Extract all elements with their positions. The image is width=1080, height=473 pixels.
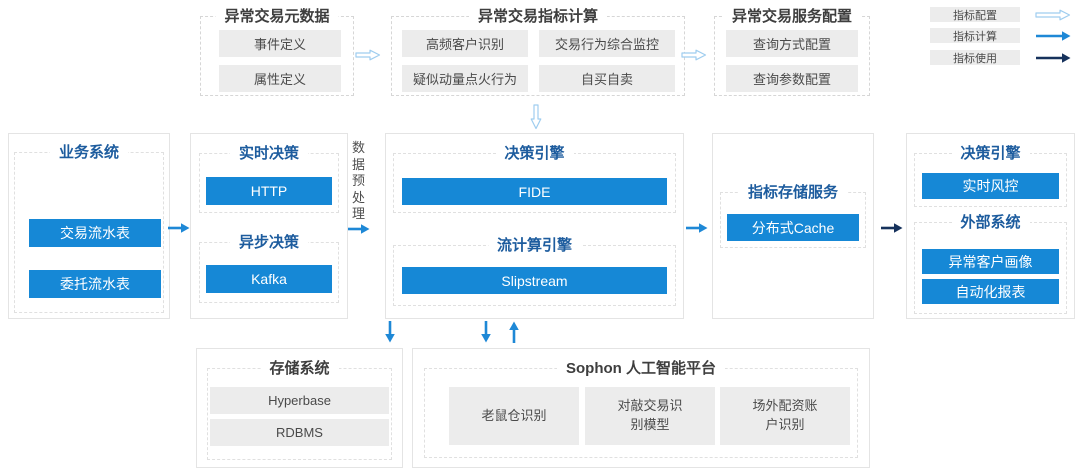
external-system-group: 外部系统 异常客户画像 自动化报表 [914, 213, 1067, 314]
legend-label: 指标使用 [930, 50, 1020, 65]
index-store-title: 指标存储服务 [738, 183, 848, 203]
solid-arrow-down-icon [385, 321, 395, 343]
outline-arrow-down-icon [530, 104, 542, 130]
outline-arrow-right-icon [681, 49, 707, 61]
business-system-group: 业务系统 交易流水表 委托流水表 [14, 143, 164, 313]
metadata-item: 属性定义 [219, 65, 341, 92]
storage-system-title: 存储系统 [260, 359, 339, 379]
sophon-platform-title: Sophon 人工智能平台 [557, 359, 725, 379]
async-decision-item: Kafka [206, 265, 332, 293]
legend-outline-arrow-icon [1035, 9, 1071, 20]
calc-item: 高频客户识别 [402, 30, 528, 57]
solid-arrow-down-icon [481, 321, 491, 343]
indicator-calc-group: 异常交易指标计算 高频客户识别 交易行为综合监控 疑似动量点火行为 自买自卖 [391, 7, 685, 96]
config-item: 查询方式配置 [726, 30, 858, 57]
storage-system-panel: 存储系统 Hyperbase RDBMS [196, 348, 403, 468]
legend-row: 指标计算 [930, 28, 1071, 43]
legend-solid-navy-arrow-icon [1036, 52, 1071, 63]
service-config-group: 异常交易服务配置 查询方式配置 查询参数配置 [714, 7, 870, 96]
sophon-model-item: 对敲交易识别模型 [585, 387, 715, 445]
indicator-calc-group-title: 异常交易指标计算 [468, 7, 608, 27]
external-system-title: 外部系统 [951, 213, 1030, 233]
calc-item: 疑似动量点火行为 [402, 65, 528, 92]
config-item: 查询参数配置 [726, 65, 858, 92]
business-item: 交易流水表 [29, 219, 161, 247]
solid-arrow-right-icon [168, 223, 190, 233]
async-decision-title: 异步决策 [229, 233, 309, 253]
solid-navy-arrow-right-icon [881, 223, 903, 233]
sophon-model-label: 对敲交易识别模型 [617, 398, 683, 432]
legend-row: 指标配置 [930, 7, 1071, 22]
engine-panel: 决策引擎 FIDE 流计算引擎 Slipstream [385, 133, 684, 319]
realtime-decision-title: 实时决策 [229, 144, 309, 164]
metadata-group: 异常交易元数据 事件定义 属性定义 [200, 7, 354, 96]
outline-arrow-right-icon [355, 49, 381, 61]
output-item: 实时风控 [922, 173, 1059, 199]
realtime-decision-item: HTTP [206, 177, 332, 205]
decision-engine-title: 决策引擎 [495, 144, 574, 164]
legend-solid-blue-arrow-icon [1036, 30, 1071, 41]
solid-arrow-up-icon [509, 321, 519, 343]
external-item: 异常客户画像 [922, 249, 1059, 274]
decision-panel: 实时决策 HTTP 异步决策 Kafka [190, 133, 348, 319]
index-store-group: 指标存储服务 分布式Cache [720, 183, 866, 248]
business-item: 委托流水表 [29, 270, 161, 298]
sophon-model-item: 场外配资账户识别 [720, 387, 850, 445]
data-preprocess-label: 数据预处理 [351, 140, 365, 221]
legend-row: 指标使用 [930, 50, 1071, 65]
external-item: 自动化报表 [922, 279, 1059, 304]
output-decision-engine-title: 决策引擎 [951, 144, 1030, 164]
business-system-title: 业务系统 [49, 143, 129, 163]
metadata-item: 事件定义 [219, 30, 341, 57]
storage-item: RDBMS [210, 419, 389, 446]
index-store-item: 分布式Cache [727, 214, 859, 241]
stream-engine-group: 流计算引擎 Slipstream [393, 236, 676, 306]
sophon-model-item: 老鼠仓识别 [449, 387, 579, 445]
decision-engine-group: 决策引擎 FIDE [393, 144, 676, 213]
legend-label: 指标配置 [930, 7, 1020, 22]
stream-engine-title: 流计算引擎 [487, 236, 582, 256]
stream-engine-item: Slipstream [402, 267, 667, 294]
storage-item: Hyperbase [210, 387, 389, 414]
output-panel: 决策引擎 实时风控 外部系统 异常客户画像 自动化报表 [906, 133, 1075, 319]
sophon-platform-group: Sophon 人工智能平台 老鼠仓识别 对敲交易识别模型 场外配资账户识别 [424, 359, 858, 458]
realtime-decision-group: 实时决策 HTTP [199, 144, 339, 213]
legend-label: 指标计算 [930, 28, 1020, 43]
calc-item: 自买自卖 [539, 65, 675, 92]
sophon-model-label: 场外配资账户识别 [752, 398, 818, 432]
output-decision-engine-group: 决策引擎 实时风控 [914, 144, 1067, 207]
sophon-platform-panel: Sophon 人工智能平台 老鼠仓识别 对敲交易识别模型 场外配资账户识别 [412, 348, 870, 468]
decision-engine-item: FIDE [402, 178, 667, 205]
metadata-group-title: 异常交易元数据 [215, 7, 339, 27]
service-config-group-title: 异常交易服务配置 [722, 7, 862, 27]
sophon-model-label: 老鼠仓识别 [481, 407, 547, 423]
storage-system-group: 存储系统 Hyperbase RDBMS [207, 359, 392, 460]
calc-item: 交易行为综合监控 [539, 30, 675, 57]
solid-arrow-right-icon [686, 223, 708, 233]
business-system-panel: 业务系统 交易流水表 委托流水表 [8, 133, 170, 319]
async-decision-group: 异步决策 Kafka [199, 233, 339, 303]
index-store-panel: 指标存储服务 分布式Cache [712, 133, 874, 319]
solid-arrow-right-icon [348, 224, 370, 234]
